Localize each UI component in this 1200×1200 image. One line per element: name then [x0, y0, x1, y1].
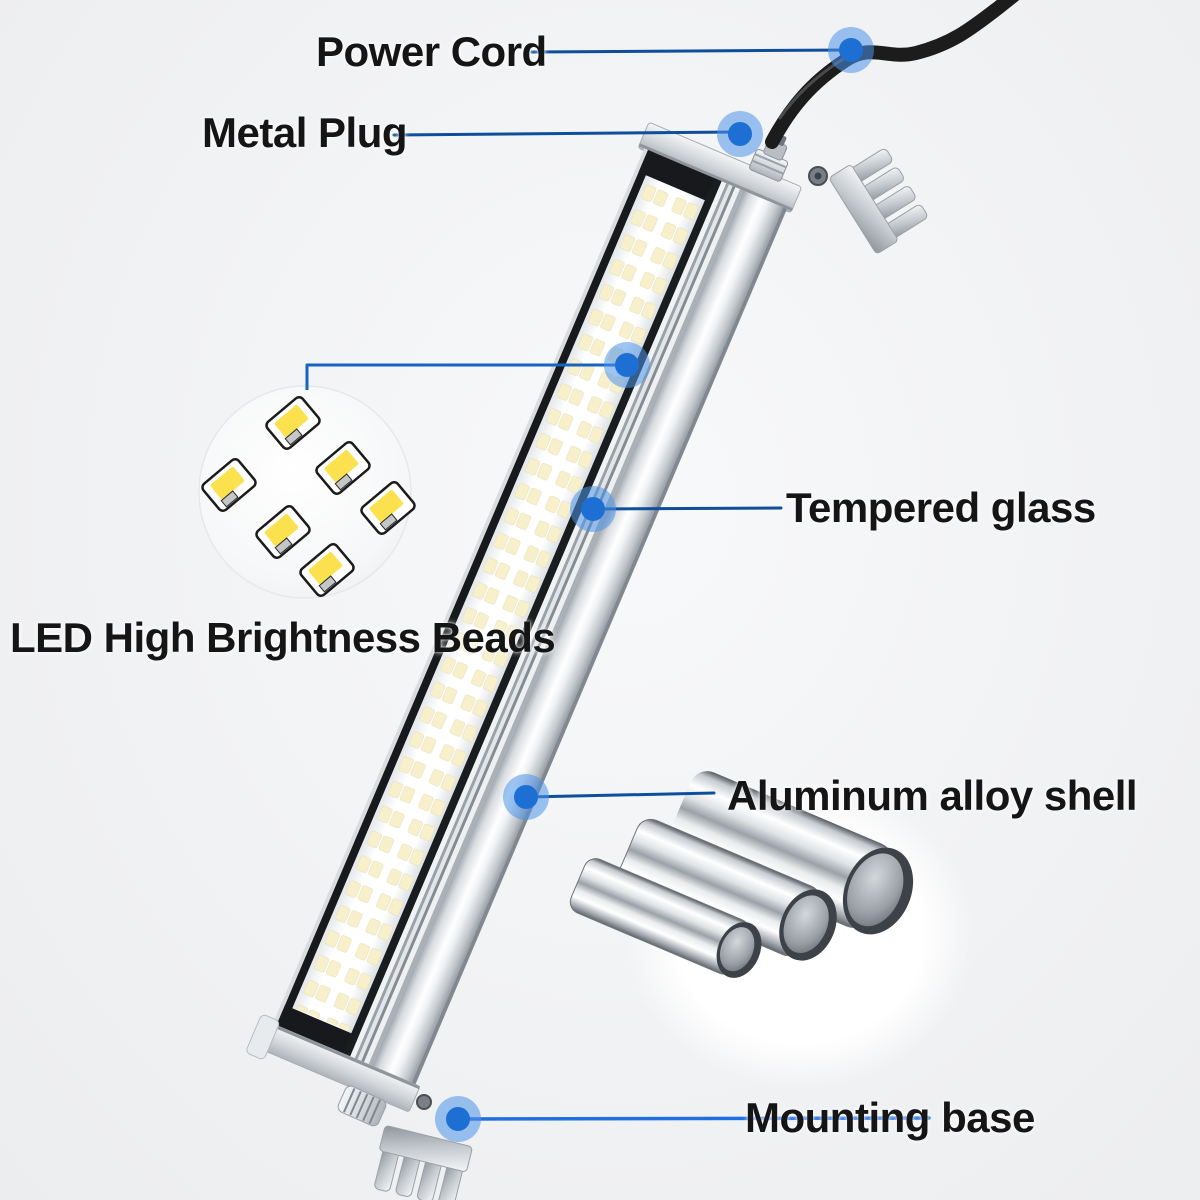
led-bar — [246, 122, 802, 1112]
callout-dot-led-beads — [604, 342, 650, 388]
leader-line-mounting-base — [458, 1116, 931, 1121]
leader-line-tempered-glass — [594, 506, 783, 511]
label-metal-plug: Metal Plug — [202, 109, 408, 156]
tempered-glass-ridges — [349, 181, 744, 1068]
leader-line-metal-plug — [392, 130, 739, 137]
led-bar-bottom-cap — [246, 1014, 421, 1112]
mounting-bracket-top — [808, 143, 932, 255]
led-beads-macro-circle — [198, 385, 418, 600]
callout-dot-mounting-base — [435, 1096, 481, 1142]
label-aluminum-shell: Aluminum alloy shell — [727, 772, 1138, 819]
connector-line-led-beads — [305, 363, 627, 390]
callout-dot-metal-plug — [717, 111, 763, 157]
tube-medium — [618, 818, 837, 961]
label-power-cord: Power Cord — [316, 28, 547, 75]
tube-small — [569, 858, 762, 978]
label-led-beads: LED High Brightness Beads — [10, 614, 556, 661]
led-strip — [271, 148, 722, 1059]
mounting-bracket-bottom — [369, 1094, 474, 1200]
aluminum-tubes — [569, 771, 914, 978]
tube-large — [668, 771, 914, 935]
label-mounting-base: Mounting base — [745, 1094, 1035, 1141]
leader-line-aluminum-shell — [526, 791, 716, 799]
mounting-screw — [337, 1085, 387, 1127]
callout-dot-tempered-glass — [570, 486, 616, 532]
leader-line-power-cord — [530, 48, 851, 54]
label-tempered-glass: Tempered glass — [786, 484, 1096, 531]
callout-dot-power-cord — [828, 27, 874, 73]
aluminum-shell-face — [371, 190, 787, 1087]
callout-dot-aluminum-shell — [503, 774, 549, 820]
power-cord-cable — [765, 0, 1020, 149]
